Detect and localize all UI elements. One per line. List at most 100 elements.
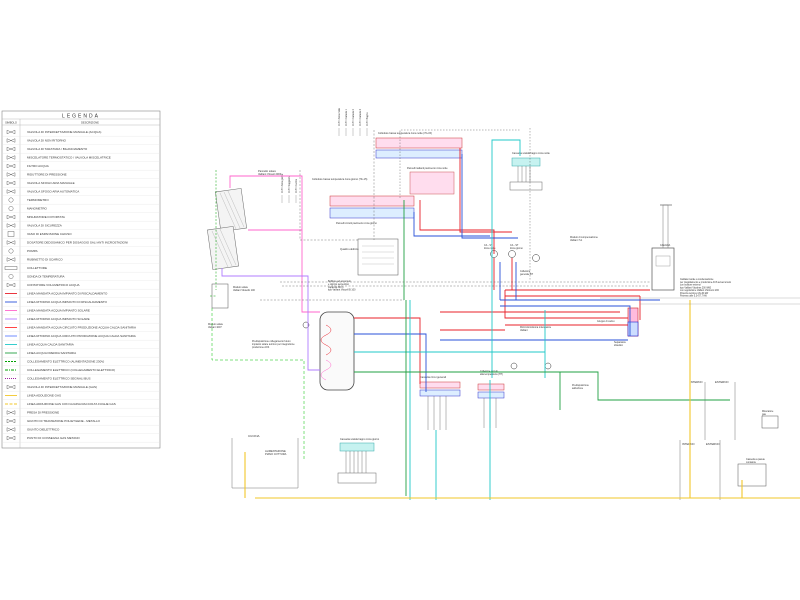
collector-high-temp (477, 383, 505, 428)
legend-item-label: PRESA DI PRESSIONE (27, 411, 59, 415)
legend-item-label: POMPA (27, 249, 38, 253)
legend-item-label: COLLEGAMENTO ELETTRICO (COLLEGAMENTO ELE… (27, 368, 115, 372)
legend-symbol (7, 231, 15, 237)
label-collector-night: Collettore bassa temperatura zona notte … (378, 132, 432, 135)
legend-title: LEGENDA (62, 114, 100, 120)
legend-item-label: LINEA ACQUA FREDDA SANITARIA (27, 351, 76, 355)
legend-item-label: RUBINETTO DI SCARICO (27, 258, 63, 262)
legend-item-label: LINEA RITORNO ACQUA IMPIANTO SOLARE (27, 317, 90, 321)
legend-symbol (6, 180, 16, 186)
legend-item-label: VALVOLA DI INTERCETTAZIONE MANUALE (GAS) (27, 385, 97, 389)
legend-item-label: DOSATORE DEDOSAMICO PER DOSAGGIO SALI AN… (27, 241, 128, 245)
legend-item-label: LINEA MANDATA ACQUA IMPIANTO DI RISCALDA… (27, 292, 108, 296)
legend-item-label: VALVOLA SFOGO ARIA MANUALE (27, 181, 75, 185)
legend-symbol (6, 214, 16, 220)
label-safety-group: Gruppo di carico (597, 320, 615, 323)
label-towel-warmer-day: Cassetta scalda bagno zona giorno (340, 438, 380, 441)
legend-symbol (6, 129, 16, 135)
zone-circuits-night: Ci.TF Zona notte Ci.TF Camera 1 Ci.TF Came… (338, 107, 369, 136)
collector-day (329, 195, 415, 219)
legend-item-label: RIDUTTORE DI PRESSIONE (27, 173, 67, 177)
legend-item-label: GIUNTO DI TRANSIZIONE POLIETILENE - META… (27, 419, 101, 423)
legend-item-label: COLLETTORE (27, 266, 47, 270)
legend-symbol (6, 257, 16, 262)
zone-circuit-label: Ci.TF Zona notte (338, 107, 341, 126)
label-towel-warmer-night: Cassetta scalda bagno zona notte (512, 152, 550, 155)
zone-circuit-label: Ci.TF Camera 1 (345, 108, 348, 126)
label-electrical-panel: Quadro elettrico (340, 247, 359, 251)
legend-item-label: VALVOLA SFOGO ARIA AUTOMATICA (27, 190, 79, 194)
legend-col-symbol: SIMBOLO (5, 121, 17, 125)
legend-symbol (6, 189, 16, 194)
legend-item-label: LINEA RITORNO ACQUA IMPIANTO DI RISCALDA… (27, 300, 108, 304)
zone-circuit-label: Ci.TF Zona giorno (281, 173, 284, 193)
legend-symbol (4, 266, 18, 270)
storage-tank (319, 311, 355, 391)
legend-item-label: LINEA ACQUA CALDA SANITARIA (27, 343, 74, 347)
legend-symbol (6, 138, 16, 143)
legend-item-label: TERMOMETRO (27, 198, 49, 202)
zone-circuit-label: Ci.TF Soggiorno (288, 175, 291, 193)
legend-item-label: VALVOLA DI INTERCETTAZIONE MANUALE (ACQU… (27, 130, 101, 134)
legend-item-label: LINEA MANDATA ACQUA IMPIANTO SOLARE (27, 309, 90, 313)
legend-item-label: LINEA MANDATA ACQUA CIRCUITO PRODUZIONE … (27, 326, 136, 330)
legend-item-label: VALVOLA DI NON RITORNO (27, 139, 67, 143)
legend-symbol (6, 146, 16, 152)
label-general-box: Cassetta circui generali (420, 376, 446, 379)
hydraulic-separator (627, 307, 639, 337)
legend-item-label: GIUNTO DIELETTRICO (27, 428, 60, 432)
label-boiler-room: CALDAIA (660, 244, 671, 247)
legend-item-label: COLLEGAMENTO ELETTRICO SEGNALI BUS (27, 377, 90, 381)
legend-symbol (6, 163, 16, 169)
legend-item-label: LINEA ADDUZIONE GAS CON GUAINA RACCOLTA … (27, 402, 116, 406)
legend-item-label: MANOMETRO (27, 207, 47, 211)
legend-symbol (6, 223, 16, 228)
zone-circuit-label: Ci.TF Camera 2 (352, 108, 355, 126)
legend-symbol (8, 206, 14, 211)
legend: LEGENDA SIMBOLO DESCRIZIONE VALVOLA DI I… (1, 110, 161, 449)
legend-symbol (6, 435, 16, 441)
legend-symbol (6, 384, 16, 390)
solar-panels (207, 188, 247, 270)
legend-symbol (6, 410, 16, 415)
boiler (651, 204, 675, 291)
legend-symbol (6, 427, 16, 432)
zone-circuit-label: Ci.TF Camera 3 (359, 108, 362, 126)
legend-symbol (6, 418, 16, 424)
label-internal-1: INTERNO (690, 380, 703, 384)
legend-item-label: CONTATORE VOLUMETRICO ACQUA (27, 283, 80, 287)
zone-circuit-label: Ci.TF Bagno (366, 112, 369, 126)
legend-symbol (6, 155, 16, 160)
label-external-1: ESTERNO (715, 380, 729, 384)
legend-item-label: FILTRO ACQUA (27, 164, 49, 168)
label-panels-night: Pannelli radianti pavimento zona notte (407, 167, 448, 170)
legend-symbol (6, 240, 16, 245)
label-internal-2: INTERNO (682, 442, 695, 446)
legend-symbol (6, 282, 16, 288)
room-outlines (231, 382, 736, 500)
collector-night (375, 137, 463, 195)
legend-symbol (6, 172, 16, 177)
legend-symbol (8, 274, 14, 279)
legend-item-label: VALVOLA DI SICUREZZA (27, 224, 62, 228)
legend-item-label: SONDA DI TEMPERATURA (27, 275, 65, 279)
general-box (419, 381, 461, 430)
label-kitchen: CUCINA (248, 434, 260, 438)
legend-item-label: PUNTO DI CONSEGNA GAS METANO (27, 436, 80, 440)
